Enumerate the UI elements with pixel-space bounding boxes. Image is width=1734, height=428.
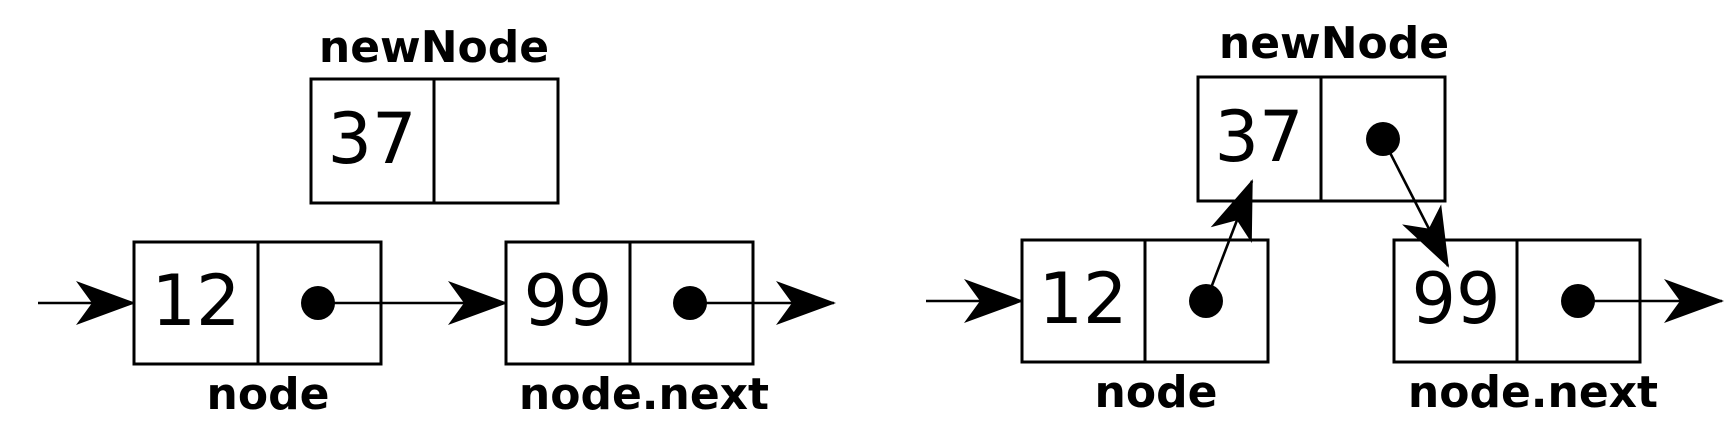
- node-box-newnode: 37 newNode: [1196, 18, 1449, 203]
- newnode-to-next-arrow: [1381, 138, 1450, 268]
- node-label: newNode: [319, 22, 549, 73]
- node-box-node-next: 99 node.next: [1392, 238, 1658, 418]
- panel-before: 37 newNode 12 node 99 node.next: [38, 22, 836, 420]
- node-label: node: [207, 369, 330, 420]
- node-value: 99: [1411, 258, 1500, 340]
- node-box-node: 12 node: [1020, 238, 1270, 418]
- node-box-node-next: 99 node.next: [504, 240, 769, 420]
- node-to-newnode-arrow: [1204, 179, 1254, 302]
- node-label: node: [1095, 367, 1218, 418]
- node-box-newnode: 37 newNode: [309, 22, 560, 205]
- node-value: 37: [1214, 96, 1303, 178]
- node-label: node.next: [1408, 367, 1658, 418]
- node-label: node.next: [519, 369, 769, 420]
- node-value: 12: [1038, 258, 1127, 340]
- node-value: 99: [523, 260, 612, 342]
- node-value: 37: [327, 98, 416, 180]
- node-value: 12: [151, 260, 240, 342]
- node-label: newNode: [1219, 18, 1449, 69]
- panel-after: 37 newNode 12 node 99 node.next: [926, 18, 1724, 418]
- node-box-node: 12 node: [132, 240, 383, 420]
